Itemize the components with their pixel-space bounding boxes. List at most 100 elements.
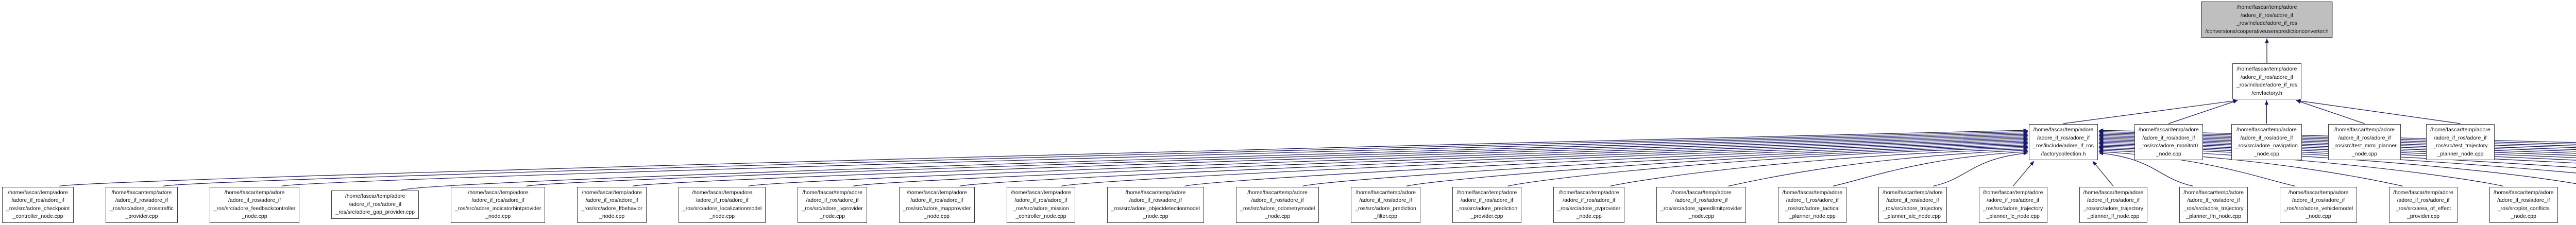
graph-node-adore-crosstraffic-provider-cpp[interactable]: /home/fascar/temp/adore/adore_if_ros/ado…: [106, 186, 178, 223]
graph-node-factorycollection-h[interactable]: /home/fascar/temp/adore/adore_if_ros/ado…: [2029, 124, 2098, 160]
node-line: _ros/include/adore_if_ros: [2033, 143, 2094, 149]
node-line: _controller_node.cpp: [1015, 213, 1066, 219]
node-line: _node.cpp: [709, 213, 735, 219]
node-line: _ros/src/adore_feedbackcontroller: [213, 205, 296, 212]
node-line: /adore_if_ros/adore_if: [349, 201, 402, 207]
node-line: /adore_if_ros/adore_if: [806, 197, 859, 203]
graph-node-adore-gap-provider-cpp[interactable]: /home/fascar/temp/adore/adore_if_ros/ado…: [331, 191, 419, 219]
node-line: _ros/src/adore_lfbehavior: [581, 205, 642, 212]
include-edge: [1610, 147, 2028, 187]
node-line: _planner_lc_node.cpp: [1986, 213, 2040, 219]
node-line: _ros/src/adore_mission: [1013, 205, 1069, 212]
include-edge: [748, 136, 2028, 187]
include-edge: [2296, 99, 2461, 124]
node-line: _ros/src/adore_indicatorhintprovider: [454, 205, 541, 212]
node-line: _ros/src/adore_pvprovider: [1557, 205, 1621, 212]
node-line: _ros/src/adore_gap_provider.cpp: [335, 209, 415, 216]
graph-node-adore-indicatorhintprovider-node-cpp[interactable]: /home/fascar/temp/adore/adore_if_ros/ado…: [450, 186, 546, 223]
include-edge: [959, 139, 2028, 187]
node-line: /adore_if_ros/adore_if: [910, 197, 963, 203]
node-line: /adore_if_ros/adore_if: [2397, 197, 2450, 203]
graph-node-adore-vehiclemodel-node-cpp[interactable]: /home/fascar/temp/adore/adore_if_ros/ado…: [2279, 186, 2358, 223]
node-line: _ros/src/test_trajectory: [2433, 143, 2488, 149]
include-edge: [401, 132, 2028, 191]
graph-node-adore-speedlimitprovider-node-cpp[interactable]: /home/fascar/temp/adore/adore_if_ros/ado…: [1656, 186, 1747, 223]
node-line: _ros/src/area_of_effect: [2395, 205, 2451, 212]
node-line: /adore_if_ros/adore_if: [2292, 197, 2345, 203]
graph-node-adore-navigation-node-cpp[interactable]: /home/fascar/temp/adore/adore_if_ros/ado…: [2231, 124, 2302, 160]
include-edge: [632, 135, 2028, 187]
node-line: /adore_if_ros/adore_if: [2240, 12, 2294, 19]
include-edge: [2012, 161, 2035, 186]
node-line: /adore_if_ros/adore_if: [2142, 134, 2195, 141]
node-line: _node.cpp: [1576, 213, 1602, 219]
node-line: /adore_if_ros/adore_if: [1129, 197, 1182, 203]
graph-node-adore-prediction-provider-cpp[interactable]: /home/fascar/temp/adore/adore_if_ros/ado…: [1452, 186, 1522, 223]
node-line: /adore_if_ros/adore_if: [1359, 197, 1412, 203]
node-line: /home/fascar/temp/adore: [2236, 4, 2297, 10]
graph-node-plot-conflicts-node-cpp[interactable]: /home/fascar/temp/adore/adore_if_ros/ado…: [2489, 186, 2558, 223]
node-line: _ros/src/adore_crosstraffic: [110, 205, 174, 212]
node-line: /adore_if_ros/adore_if: [2187, 197, 2240, 203]
node-line: _ros/src/plot_conflicts: [2497, 205, 2550, 212]
node-line: /adore_if_ros/adore_if: [2240, 134, 2293, 141]
include-edge: [526, 133, 2028, 187]
node-line: /home/fascar/temp/adore: [582, 189, 642, 196]
graph-node-adore-trajectory-planner-lc-node-cpp[interactable]: /home/fascar/temp/adore/adore_if_ros/ado…: [1978, 186, 2047, 223]
node-line: /adore_if_ros/adore_if: [471, 197, 524, 203]
node-line: _ros/src/adore_vehiclemodel: [2283, 205, 2353, 212]
include-edge: [163, 130, 2028, 187]
node-line: _planner_lm_node.cpp: [2186, 213, 2242, 219]
graph-node-adore-lvprovider-node-cpp[interactable]: /home/fascar/temp/adore/adore_if_ros/ado…: [798, 186, 867, 223]
graph-node-adore-mission-controller-node-cpp[interactable]: /home/fascar/temp/adore/adore_if_ros/ado…: [1007, 186, 1075, 223]
node-line: _node.cpp: [2156, 150, 2181, 157]
node-line: _node.cpp: [2306, 213, 2331, 219]
node-line: /adore_if_ros/adore_if: [1675, 197, 1728, 203]
graph-node-test-mrm-planner-node-cpp[interactable]: /home/fascar/temp/adore/adore_if_ros/ado…: [2328, 124, 2401, 160]
node-line: _ros/src/adore_monitor0: [2139, 143, 2198, 149]
node-line: /adore_if_ros/adore_if: [1251, 197, 1304, 203]
include-edge: [2063, 99, 2238, 124]
graph-node-adore-pvprovider-node-cpp[interactable]: /home/fascar/temp/adore/adore_if_ros/ado…: [1553, 186, 1625, 223]
graph-node-adore-trajectory-planner-alc-node-cpp[interactable]: /home/fascar/temp/adore/adore_if_ros/ado…: [1878, 186, 1947, 223]
node-line: /adore_if_ros/adore_if: [11, 197, 64, 203]
node-line: /home/fascar/temp/adore: [1782, 189, 1843, 196]
graph-node-adore-tactical-planner-node-cpp[interactable]: /home/fascar/temp/adore/adore_if_ros/ado…: [1778, 186, 1847, 223]
node-line: _planner_node.cpp: [2437, 150, 2484, 157]
graph-node-adore-checkpoint-controller-node-cpp[interactable]: /home/fascar/temp/adore/adore_if_ros/ado…: [2, 186, 74, 223]
node-line: _ros/include/adore_if_ros: [2236, 82, 2297, 88]
graph-node-adore-monitor0-node-cpp[interactable]: /home/fascar/temp/adore/adore_if_ros/ado…: [2134, 124, 2203, 160]
graph-node-adore-localizationmodel-node-cpp[interactable]: /home/fascar/temp/adore/adore_if_ros/ado…: [678, 186, 766, 223]
node-line: _node.cpp: [242, 213, 267, 219]
node-line: /adore_if_ros/adore_if: [2338, 134, 2391, 141]
include-edge: [59, 128, 2028, 187]
node-line: /conversions/cooperativeuserspredictionc…: [2205, 28, 2329, 34]
graph-node-adore-mapprovider-node-cpp[interactable]: /home/fascar/temp/adore/adore_if_ros/ado…: [899, 186, 975, 223]
graph-node-adore-objectdetectionmodel-node-cpp[interactable]: /home/fascar/temp/adore/adore_if_ros/ado…: [1107, 186, 1205, 223]
node-line: /adore_if_ros/adore_if: [696, 197, 749, 203]
graph-node-adore-trajectory-planner-lm-node-cpp[interactable]: /home/fascar/temp/adore/adore_if_ros/ado…: [2179, 186, 2248, 223]
node-line: _planner_alc_node.cpp: [1884, 213, 1941, 219]
graph-node-adore-odometrymodel-node-cpp[interactable]: /home/fascar/temp/adore/adore_if_ros/ado…: [1236, 186, 1319, 223]
graph-node-area-of-effect-provider-cpp[interactable]: /home/fascar/temp/adore/adore_if_ros/ado…: [2389, 186, 2458, 223]
node-line: /home/fascar/temp/adore: [1125, 189, 1186, 196]
graph-node-adore-prediction-filter-cpp[interactable]: /home/fascar/temp/adore/adore_if_ros/ado…: [1351, 186, 1420, 223]
graph-node-cooperativeuserspredictionconverter-h[interactable]: /home/fascar/temp/adore /adore_if_ros/ad…: [2201, 2, 2333, 38]
node-line: /adore_if_ros/adore_if: [1786, 197, 1839, 203]
node-line: /home/fascar/temp/adore: [2288, 189, 2349, 196]
node-line: /home/fascar/temp/adore: [2139, 127, 2199, 133]
node-line: _ros/src/adore_prediction: [1456, 205, 1518, 212]
node-line: /home/fascar/temp/adore: [1011, 189, 1071, 196]
node-line: _ros/src/adore_tactical: [1785, 205, 1840, 212]
graph-node-adore-feedbackcontroller-node-cpp[interactable]: /home/fascar/temp/adore/adore_if_ros/ado…: [209, 186, 300, 223]
node-line: _ros/src/adore_checkpoint: [6, 205, 70, 212]
graph-node-test-trajectory-planner-node-cpp[interactable]: /home/fascar/temp/adore/adore_if_ros/ado…: [2426, 124, 2495, 160]
node-line: /adore_if_ros/adore_if: [1563, 197, 1616, 203]
node-line: /home/fascar/temp/adore: [1671, 189, 1732, 196]
graph-node-adore-lfbehavior-node-cpp[interactable]: /home/fascar/temp/adore/adore_if_ros/ado…: [577, 186, 647, 223]
graph-node-envfactory-h[interactable]: /home/fascar/temp/adore /adore_if_ros/ad…: [2232, 63, 2301, 99]
graph-node-adore-trajectory-planner-lf-node-cpp[interactable]: /home/fascar/temp/adore/adore_if_ros/ado…: [2079, 186, 2148, 223]
node-line: _node.cpp: [1265, 213, 1291, 219]
node-line: _node.cpp: [2351, 150, 2377, 157]
